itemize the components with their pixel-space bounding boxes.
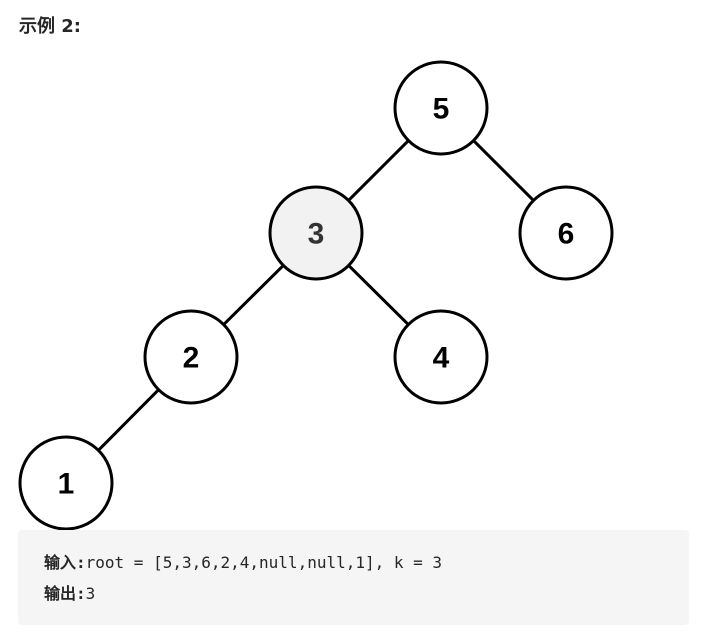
tree-node-5: 5 bbox=[393, 60, 489, 156]
tree-edge-n5-n3 bbox=[347, 139, 410, 202]
tree-edge-n5-n6 bbox=[472, 139, 535, 202]
tree-edge-n3-n2 bbox=[222, 264, 285, 326]
binary-tree-diagram: 5 3 6 2 4 1 bbox=[18, 60, 614, 530]
tree-node-circle bbox=[518, 185, 614, 281]
input-value: root = [5,3,6,2,4,null,null,1], k = 3 bbox=[85, 553, 443, 572]
example-code-block: 输入:root = [5,3,6,2,4,null,null,1], k = 3… bbox=[18, 530, 689, 625]
tree-node-label: 5 bbox=[433, 93, 450, 126]
tree-node-2: 2 bbox=[143, 309, 239, 405]
example-heading: 示例 2: bbox=[19, 16, 81, 37]
tree-node-label: 3 bbox=[308, 218, 325, 251]
tree-nodes: 5 3 6 2 4 1 bbox=[18, 60, 614, 530]
output-label: 输出: bbox=[44, 584, 86, 603]
tree-edges bbox=[97, 139, 535, 452]
tree-node-label: 2 bbox=[183, 342, 200, 375]
tree-node-label: 6 bbox=[558, 218, 575, 251]
tree-edge-n3-n4 bbox=[347, 264, 410, 326]
output-line: 输出:3 bbox=[44, 578, 689, 609]
tree-node-4: 4 bbox=[393, 309, 489, 405]
tree-node-1: 1 bbox=[18, 435, 114, 530]
tree-node-circle bbox=[393, 60, 489, 156]
input-label: 输入: bbox=[44, 553, 86, 572]
tree-node-circle bbox=[268, 185, 364, 281]
tree-node-circle bbox=[143, 309, 239, 405]
tree-node-circle bbox=[18, 435, 114, 530]
tree-node-label: 1 bbox=[58, 468, 75, 501]
tree-node-label: 4 bbox=[433, 342, 450, 375]
tree-node-3: 3 bbox=[268, 185, 364, 281]
tree-node-6: 6 bbox=[518, 185, 614, 281]
output-value: 3 bbox=[85, 584, 96, 603]
tree-edge-n2-n1 bbox=[97, 388, 160, 452]
tree-node-circle bbox=[393, 309, 489, 405]
input-line: 输入:root = [5,3,6,2,4,null,null,1], k = 3 bbox=[44, 547, 689, 578]
